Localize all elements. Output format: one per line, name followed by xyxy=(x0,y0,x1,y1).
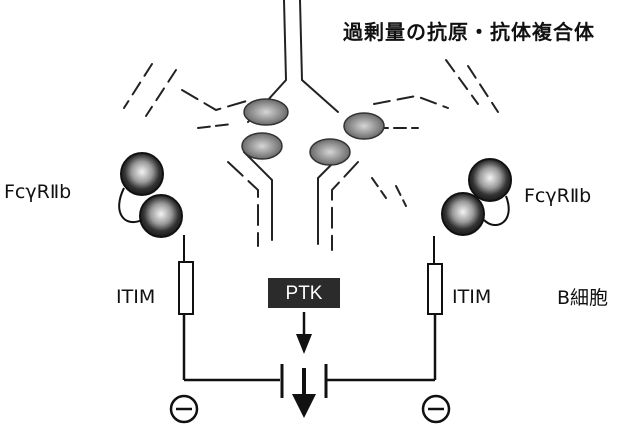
antigen-particle xyxy=(241,132,283,160)
antigen-particle xyxy=(243,98,289,126)
diagram-title: 過剰量の抗原・抗体複合体 xyxy=(343,20,595,44)
itim-box-left xyxy=(178,261,194,315)
signal-pathway xyxy=(280,312,328,418)
receptor-domain xyxy=(120,152,164,196)
receptor-left-label: FcγRⅡb xyxy=(4,181,72,203)
itim-right-label: ITIM xyxy=(452,286,492,308)
receptor-right xyxy=(326,158,512,382)
itim-box-right xyxy=(427,263,443,315)
antigen-particle xyxy=(343,112,385,140)
antigen-particle xyxy=(309,138,351,166)
receptor-right-label: FcγRⅡb xyxy=(524,185,592,207)
receptor-domain xyxy=(441,192,485,236)
b-cell-label: B細胞 xyxy=(557,287,609,309)
receptor-domain xyxy=(139,194,183,238)
receptor-domain xyxy=(468,158,512,202)
antigens xyxy=(241,98,385,166)
inhibition-signs xyxy=(169,394,451,424)
receptor-left xyxy=(118,152,280,382)
itim-left-label: ITIM xyxy=(116,286,156,308)
down-arrow-icon xyxy=(292,394,316,418)
ptk-badge: PTK xyxy=(268,278,340,308)
down-arrow-icon xyxy=(296,334,312,354)
